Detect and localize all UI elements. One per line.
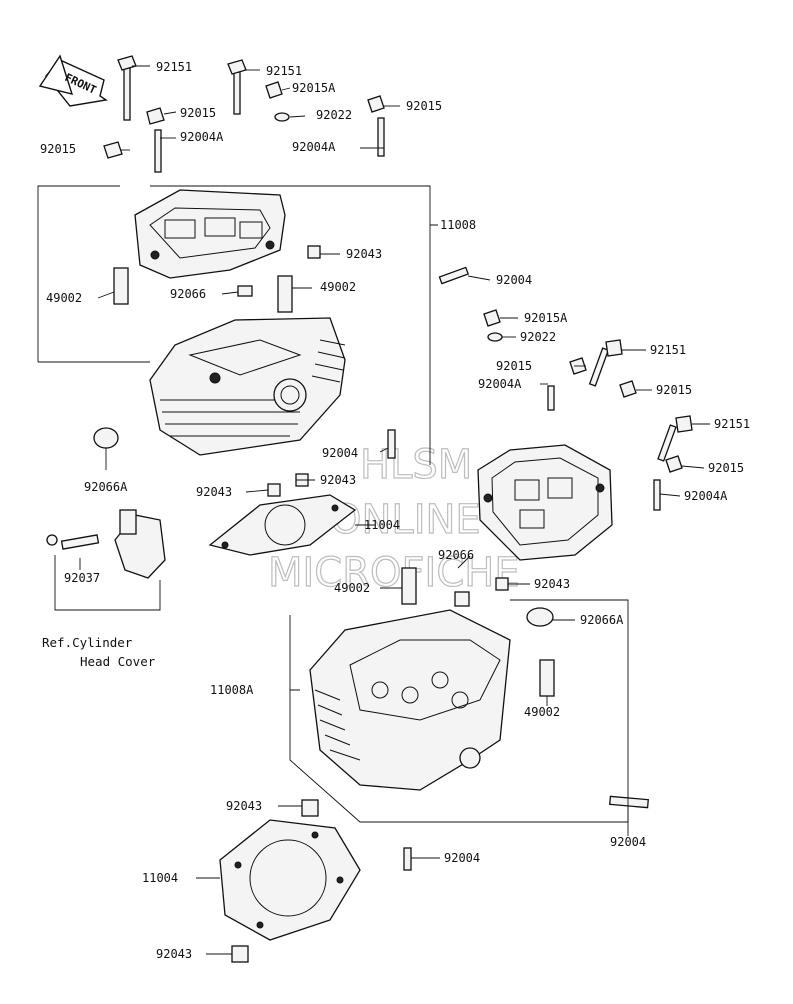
callout-92151-front-right: 92151 (714, 417, 750, 431)
callout-92043-front-top: 92043 (534, 577, 570, 591)
callout-92037: 92037 (64, 571, 100, 585)
breather-cover-part (46, 509, 166, 579)
front-valve-cover-assembly (477, 444, 613, 561)
callout-92004-rear-mid: 92004 (322, 446, 358, 460)
callout-92066-front: 92066 (438, 548, 474, 562)
callout-49002-front-top: 49002 (334, 581, 370, 595)
callout-92043-rear-mid: 92043 (320, 473, 356, 487)
callout-92004a-rear-right: 92004A (292, 140, 336, 154)
callout-11004-front: 11004 (142, 871, 178, 885)
reference-note-line-2: Head Cover (80, 654, 156, 669)
callout-92015a-rear: 92015A (292, 81, 336, 95)
callout-labels: 92151 92151 92015A 92015 92015 92004A 92… (40, 60, 750, 961)
callout-11004-rear: 11004 (364, 518, 400, 532)
watermark: HLSM ONLINE MICROFICHE (267, 441, 520, 596)
front-cylinder-head (309, 609, 511, 791)
callout-92066a-rear: 92066A (84, 480, 128, 494)
reference-note: Ref.Cylinder Head Cover (42, 635, 156, 669)
reference-note-line-1: Ref.Cylinder (42, 635, 133, 650)
callout-92004a-front-right: 92004A (684, 489, 728, 503)
callout-92015-rear-right: 92015 (406, 99, 442, 113)
callout-92004-rear: 92004 (496, 273, 532, 287)
watermark-line-3: MICROFICHE (268, 550, 520, 596)
callout-49002-front-right: 49002 (524, 705, 560, 719)
callout-92004a-front-top: 92004A (478, 377, 522, 391)
callout-92015-front-mid: 92015 (656, 383, 692, 397)
callout-92151-rear-right: 92151 (266, 64, 302, 78)
callout-92043-front-mid: 92043 (226, 799, 262, 813)
rear-valve-cover-assembly (134, 189, 286, 279)
callout-92015-rear-center: 92015 (180, 106, 216, 120)
callout-49002-rear-left: 49002 (46, 291, 82, 305)
callout-92151-front-top: 92151 (650, 343, 686, 357)
callout-92022-rear: 92022 (316, 108, 352, 122)
watermark-line-1: HLSM (360, 442, 472, 488)
callout-92022-front: 92022 (520, 330, 556, 344)
callout-92043-front-bottom: 92043 (156, 947, 192, 961)
callout-92015-front-right: 92015 (708, 461, 744, 475)
callout-92004-front-right: 92004 (610, 835, 646, 849)
front-arrow-icon: FRONT (38, 54, 108, 107)
callout-92043-rear-left: 92043 (196, 485, 232, 499)
front-cylinder-head-gasket (219, 819, 361, 941)
callout-92015-rear-left: 92015 (40, 142, 76, 156)
callout-92015-front-left: 92015 (496, 359, 532, 373)
rear-cylinder-head (149, 317, 346, 456)
callout-11008a: 11008A (210, 683, 254, 697)
watermark-line-2: ONLINE (330, 497, 481, 543)
callout-92043-rear-top: 92043 (346, 247, 382, 261)
callout-92066a-front: 92066A (580, 613, 624, 627)
front-small-parts (483, 309, 693, 591)
rear-cylinder-head-gasket (208, 494, 357, 556)
rear-bolts (103, 55, 470, 285)
leader-lines (37, 65, 710, 955)
callout-49002-rear-right: 49002 (320, 280, 356, 294)
callout-92151-rear-left: 92151 (156, 60, 192, 74)
callout-92015a-front: 92015A (524, 311, 568, 325)
callout-92004a-rear-left: 92004A (180, 130, 224, 144)
callout-92066-rear: 92066 (170, 287, 206, 301)
callout-92004-front-bottom: 92004 (444, 851, 480, 865)
front-parts-small (231, 567, 649, 963)
callout-11008: 11008 (440, 218, 476, 232)
